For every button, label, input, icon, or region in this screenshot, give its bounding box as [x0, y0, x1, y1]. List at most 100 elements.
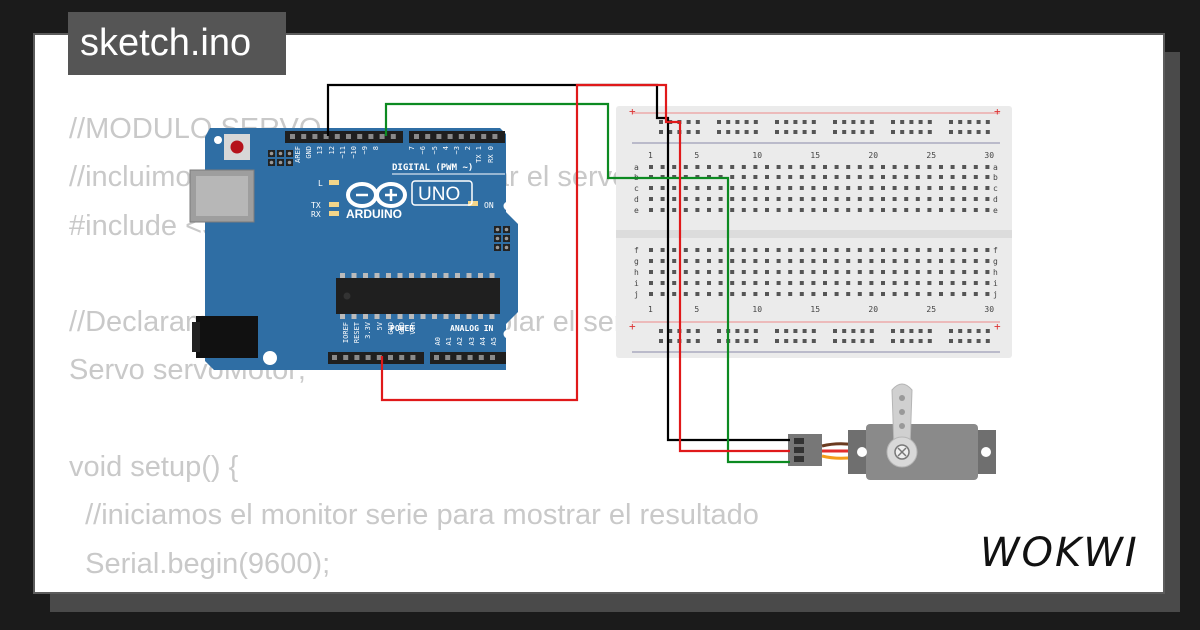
- wire-gnd-black[interactable]: [326, 83, 790, 442]
- rail-hole[interactable]: [918, 329, 923, 333]
- breadboard-hole[interactable]: [649, 292, 653, 296]
- rail-hole[interactable]: [976, 130, 981, 134]
- breadboard-hole[interactable]: [857, 208, 862, 212]
- header-pin[interactable]: [365, 355, 371, 360]
- breadboard-hole[interactable]: [765, 248, 769, 252]
- rail-hole[interactable]: [793, 130, 798, 134]
- breadboard-hole[interactable]: [811, 186, 816, 190]
- rail-hole[interactable]: [659, 329, 663, 333]
- breadboard-hole[interactable]: [985, 248, 990, 252]
- rail-hole[interactable]: [659, 130, 663, 134]
- breadboard-hole[interactable]: [857, 292, 862, 296]
- rail-hole[interactable]: [927, 120, 932, 124]
- breadboard-hole[interactable]: [857, 281, 862, 285]
- breadboard-hole[interactable]: [915, 292, 920, 296]
- breadboard-hole[interactable]: [753, 165, 758, 169]
- rail-hole[interactable]: [811, 130, 816, 134]
- header-pin[interactable]: [445, 355, 451, 360]
- rail-hole[interactable]: [811, 120, 816, 124]
- breadboard-hole[interactable]: [788, 259, 793, 263]
- breadboard-hole[interactable]: [741, 248, 746, 252]
- breadboard-hole[interactable]: [939, 165, 943, 169]
- breadboard-hole[interactable]: [915, 175, 920, 179]
- breadboard-hole[interactable]: [962, 248, 967, 252]
- breadboard-hole[interactable]: [927, 197, 932, 201]
- breadboard-hole[interactable]: [730, 186, 735, 190]
- breadboard-hole[interactable]: [973, 248, 978, 252]
- breadboard-hole[interactable]: [892, 248, 897, 252]
- breadboard-hole[interactable]: [823, 270, 827, 274]
- breadboard-hole[interactable]: [834, 292, 839, 296]
- breadboard-hole[interactable]: [683, 197, 688, 201]
- breadboard-hole[interactable]: [834, 175, 839, 179]
- breadboard-hole[interactable]: [973, 208, 978, 212]
- rail-hole[interactable]: [985, 339, 990, 343]
- breadboard-hole[interactable]: [904, 292, 909, 296]
- rail-hole[interactable]: [744, 329, 749, 333]
- breadboard-hole[interactable]: [939, 175, 943, 179]
- breadboard-hole[interactable]: [869, 270, 874, 274]
- breadboard-hole[interactable]: [788, 208, 793, 212]
- breadboard-hole[interactable]: [892, 281, 897, 285]
- breadboard-hole[interactable]: [730, 208, 735, 212]
- breadboard-hole[interactable]: [892, 292, 897, 296]
- breadboard-hole[interactable]: [799, 165, 804, 169]
- header-pin[interactable]: [447, 134, 453, 139]
- breadboard-hole[interactable]: [823, 186, 827, 190]
- breadboard-hole[interactable]: [660, 292, 665, 296]
- breadboard-hole[interactable]: [753, 281, 758, 285]
- breadboard-hole[interactable]: [799, 197, 804, 201]
- breadboard-hole[interactable]: [834, 248, 839, 252]
- breadboard-hole[interactable]: [695, 197, 700, 201]
- rail-hole[interactable]: [958, 130, 963, 134]
- breadboard-hole[interactable]: [950, 208, 955, 212]
- breadboard-hole[interactable]: [788, 165, 793, 169]
- breadboard-hole[interactable]: [869, 165, 874, 169]
- breadboard-hole[interactable]: [962, 208, 967, 212]
- breadboard-hole[interactable]: [672, 248, 677, 252]
- header-pin[interactable]: [425, 134, 431, 139]
- breadboard-hole[interactable]: [799, 175, 804, 179]
- breadboard-hole[interactable]: [915, 186, 920, 190]
- breadboard-hole[interactable]: [927, 208, 932, 212]
- rail-hole[interactable]: [860, 130, 865, 134]
- breadboard-hole[interactable]: [823, 292, 827, 296]
- breadboard-hole[interactable]: [857, 175, 862, 179]
- rail-hole[interactable]: [851, 329, 856, 333]
- breadboard-hole[interactable]: [707, 197, 711, 201]
- breadboard-hole[interactable]: [939, 197, 943, 201]
- breadboard-hole[interactable]: [939, 292, 943, 296]
- breadboard-hole[interactable]: [939, 208, 943, 212]
- breadboard-hole[interactable]: [985, 292, 990, 296]
- breadboard-hole[interactable]: [834, 186, 839, 190]
- rail-hole[interactable]: [918, 339, 923, 343]
- header-pin[interactable]: [410, 355, 416, 360]
- breadboard-hole[interactable]: [811, 197, 816, 201]
- breadboard-hole[interactable]: [915, 259, 920, 263]
- rail-hole[interactable]: [726, 130, 731, 134]
- breadboard-hole[interactable]: [950, 248, 955, 252]
- breadboard-hole[interactable]: [881, 208, 885, 212]
- breadboard-hole[interactable]: [649, 248, 653, 252]
- rail-hole[interactable]: [909, 339, 914, 343]
- breadboard-hole[interactable]: [834, 208, 839, 212]
- breadboard-hole[interactable]: [881, 175, 885, 179]
- breadboard-hole[interactable]: [846, 208, 851, 212]
- rail-hole[interactable]: [869, 130, 874, 134]
- header-pin[interactable]: [467, 355, 473, 360]
- breadboard-hole[interactable]: [811, 259, 816, 263]
- breadboard-hole[interactable]: [823, 175, 827, 179]
- breadboard-hole[interactable]: [950, 270, 955, 274]
- breadboard-hole[interactable]: [765, 208, 769, 212]
- breadboard-hole[interactable]: [915, 270, 920, 274]
- breadboard-hole[interactable]: [753, 292, 758, 296]
- breadboard-hole[interactable]: [973, 292, 978, 296]
- breadboard-hole[interactable]: [695, 281, 700, 285]
- breadboard-hole[interactable]: [776, 281, 781, 285]
- breadboard-hole[interactable]: [718, 208, 723, 212]
- header-pin[interactable]: [290, 134, 295, 139]
- breadboard-hole[interactable]: [927, 259, 932, 263]
- breadboard-hole[interactable]: [846, 197, 851, 201]
- breadboard-hole[interactable]: [939, 259, 943, 263]
- breadboard-hole[interactable]: [939, 248, 943, 252]
